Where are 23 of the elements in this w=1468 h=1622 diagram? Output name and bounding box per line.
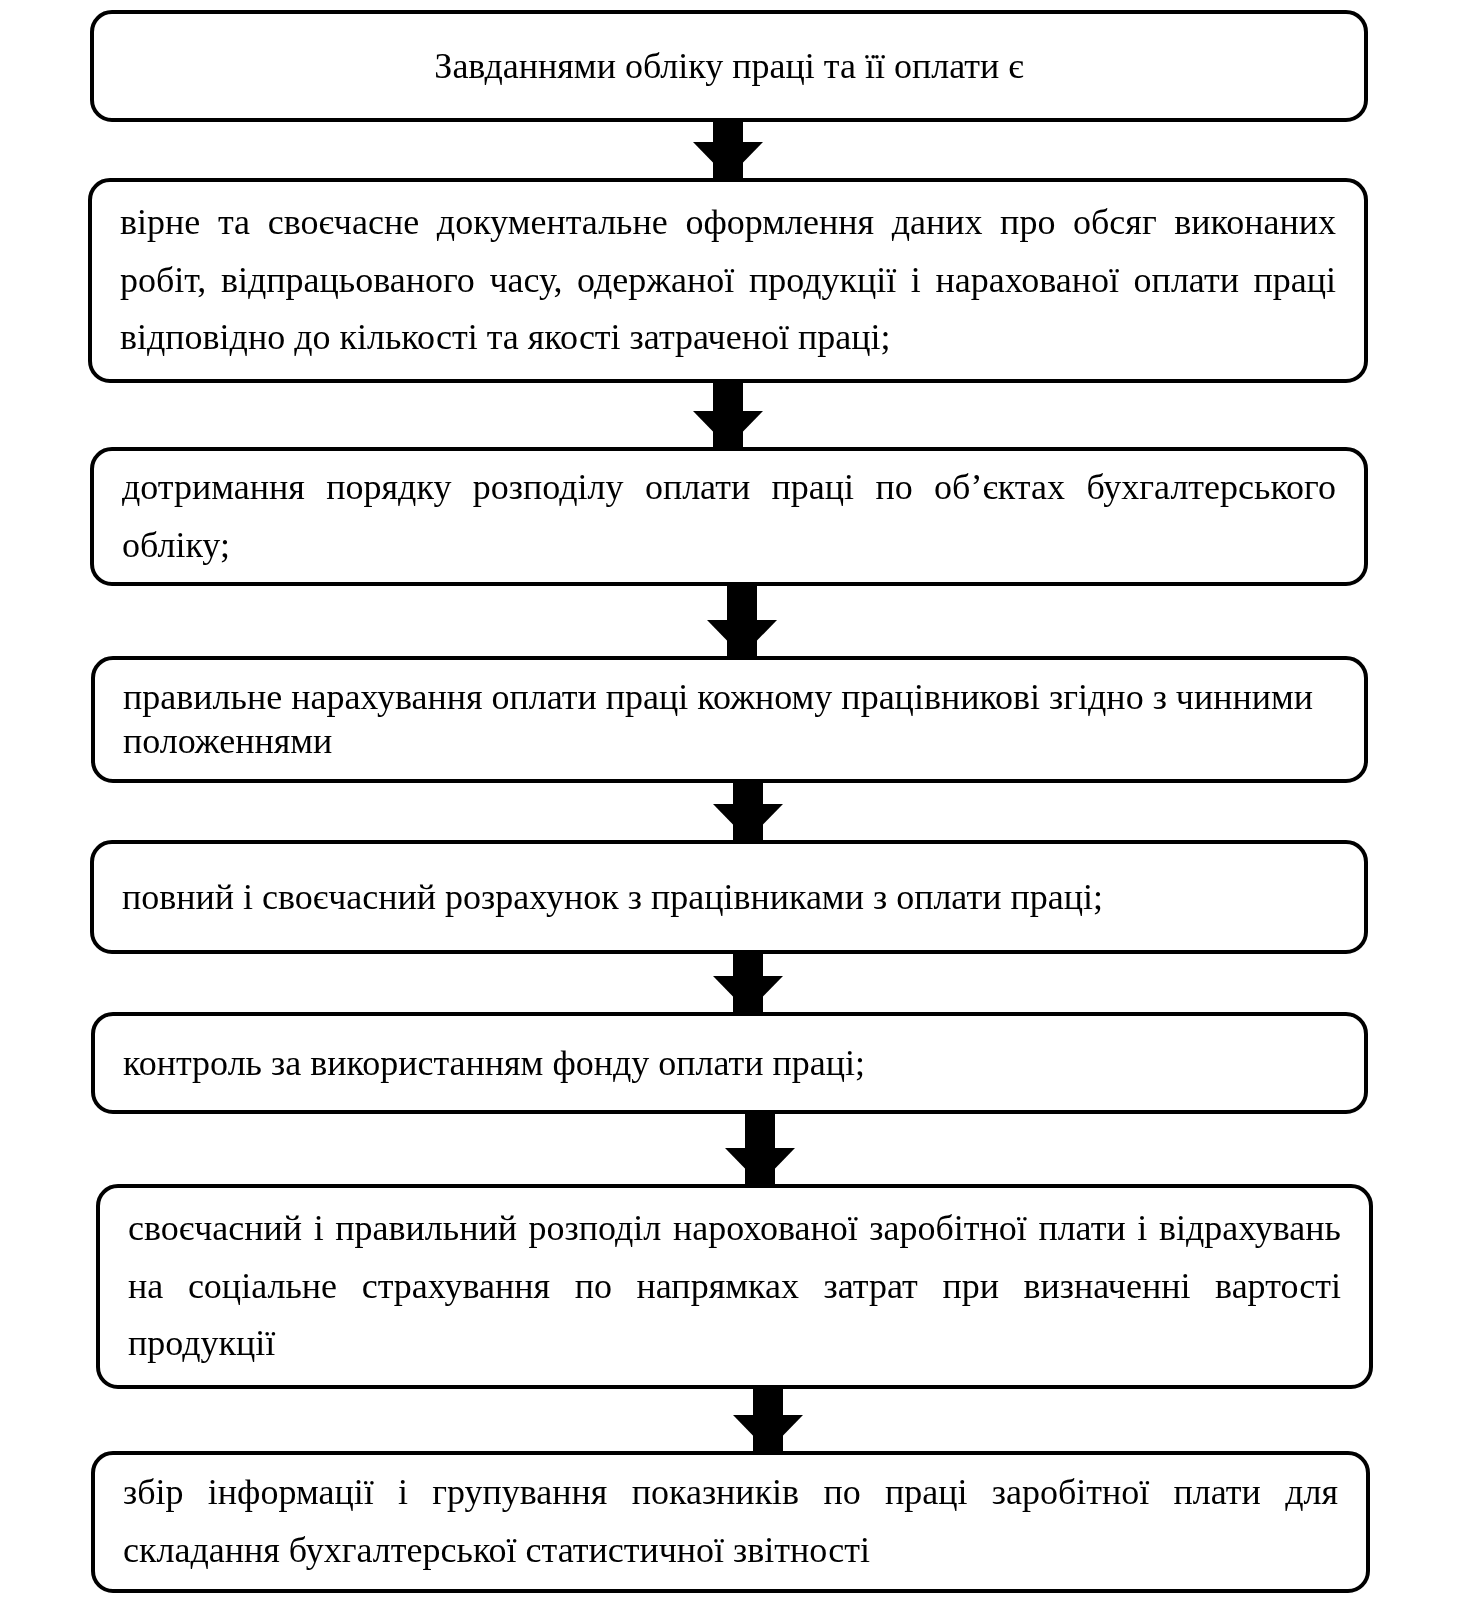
process-box xyxy=(90,447,1368,586)
box-text: Завданнями обліку праці та її оплати є xyxy=(433,44,1025,88)
process-box xyxy=(90,10,1368,122)
arrow xyxy=(713,954,783,1012)
process-box xyxy=(88,178,1368,383)
box-text: дотримання порядку розподілу оплати праці по об’єктах бухгалтерського обліку; xyxy=(122,465,1336,567)
box-text: своєчасний і правильний розподіл нарохованої заробітної плати і відрахувань на соціальне страхування по напрямках затрат при визначенні вартості продукції xyxy=(128,1207,1341,1366)
arrow xyxy=(733,1389,803,1451)
process-box xyxy=(90,840,1368,954)
arrow xyxy=(707,586,777,656)
arrow xyxy=(693,383,763,447)
arrow xyxy=(713,783,783,840)
box-text: збір інформації і групування показників по праці заробітної плати для складання бухгалтерської статистичної звітності xyxy=(123,1471,1338,1572)
box-text: вірне та своєчасне документальне оформлення даних про обсяг виконаних робіт, відпрацьованого часу, одержаної продукції і нарахованої оплати праці відповідно до кількості та якості затраченої праці; xyxy=(120,201,1336,360)
process-box xyxy=(91,1012,1368,1114)
process-box xyxy=(91,656,1368,783)
arrow xyxy=(725,1114,795,1184)
process-box xyxy=(96,1184,1373,1389)
process-box xyxy=(91,1451,1370,1593)
box-text: повний і своєчасний розрахунок з працівниками з оплати праці; xyxy=(122,875,1104,919)
box-text: контроль за використанням фонду оплати праці; xyxy=(123,1041,867,1085)
arrow xyxy=(693,122,763,178)
box-text: правильне нарахування оплати праці кожному працівникові згідно з чинними положеннями xyxy=(123,676,1315,763)
